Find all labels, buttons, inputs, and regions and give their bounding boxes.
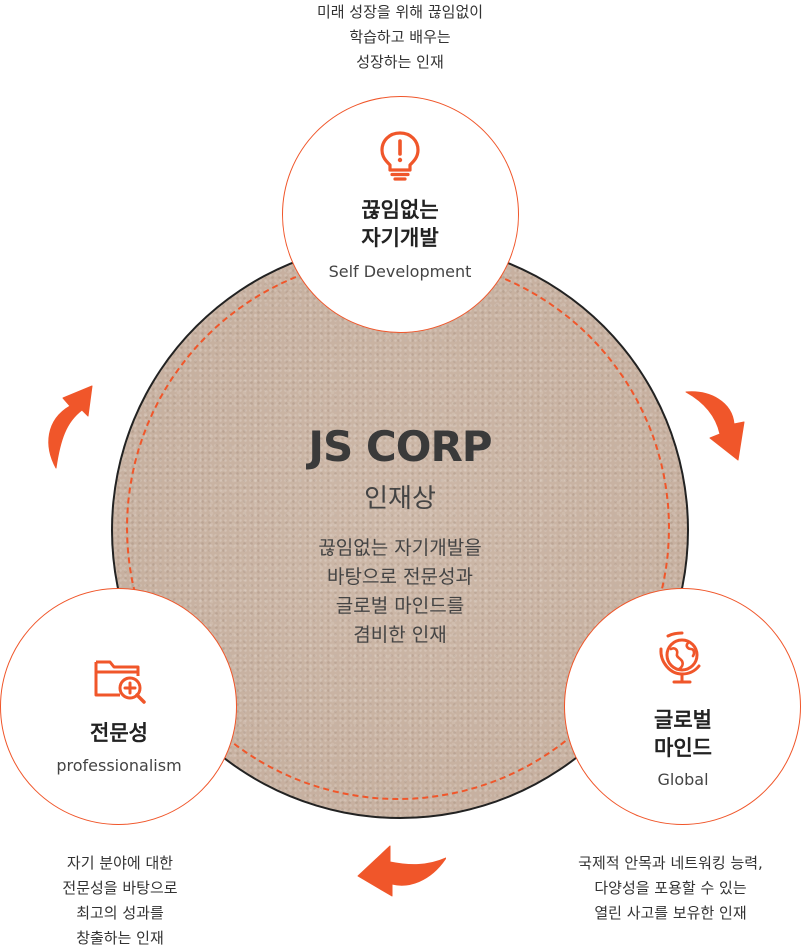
right-caption: 국제적 안목과 네트워킹 능력, 다양성을 포용할 수 있는 열린 사고를 보유… [540,851,801,926]
top-caption: 미래 성장을 위해 끊임없이 학습하고 배우는 성장하는 인재 [250,0,550,75]
arrow-left-icon [357,845,446,897]
caption-line: 창출하는 인재 [76,929,164,947]
node-title-line: 자기개발 [361,226,439,250]
center-description-line: 끊임없는 자기개발을 [318,537,482,559]
caption-line: 자기 분야에 대한 [66,854,174,872]
center-subtitle: 인재상 [364,484,436,514]
left-caption: 자기 분야에 대한 전문성을 바탕으로 최고의 성과를 창출하는 인재 [0,851,240,951]
node-global [564,588,801,825]
arrow-up-right-icon [48,385,93,469]
node-self-development [282,96,519,333]
caption-line: 최고의 성과를 [76,904,164,922]
node-professionalism-title: 전문성 [19,719,219,747]
node-professionalism-english: professionalism [56,756,182,775]
arrow-down-right-icon [685,391,745,461]
node-self-development-english: Self Development [328,262,472,281]
node-self-development-title: 끊임없는 자기개발 [300,196,500,252]
caption-line: 열린 사고를 보유한 인재 [594,904,747,922]
caption-line: 국제적 안목과 네트워킹 능력, [578,854,763,872]
center-description-line: 글로벌 마인드를 [335,595,465,617]
center-description-line: 겸비한 인재 [353,624,447,646]
node-global-title: 글로벌 마인드 [583,706,783,762]
lightbulb-icon [380,131,420,181]
caption-line: 성장하는 인재 [356,53,444,71]
globe-icon [659,631,701,684]
center-title: JS CORP [308,422,492,471]
node-title-line: 전문성 [90,721,148,745]
node-professionalism [0,588,237,825]
caption-line: 전문성을 바탕으로 [62,879,178,897]
node-title-line: 마인드 [654,736,712,760]
folder-search-icon [94,660,146,704]
caption-line: 학습하고 배우는 [349,28,451,46]
center-description-line: 바탕으로 전문성과 [327,566,473,588]
center-description: 끊임없는 자기개발을 바탕으로 전문성과 글로벌 마인드를 겸비한 인재 [230,534,570,650]
caption-line: 다양성을 포용할 수 있는 [594,879,747,897]
node-global-english: Global [657,770,709,789]
caption-line: 미래 성장을 위해 끊임없이 [316,3,484,21]
node-title-line: 글로벌 [654,708,712,732]
node-title-line: 끊임없는 [361,198,439,222]
